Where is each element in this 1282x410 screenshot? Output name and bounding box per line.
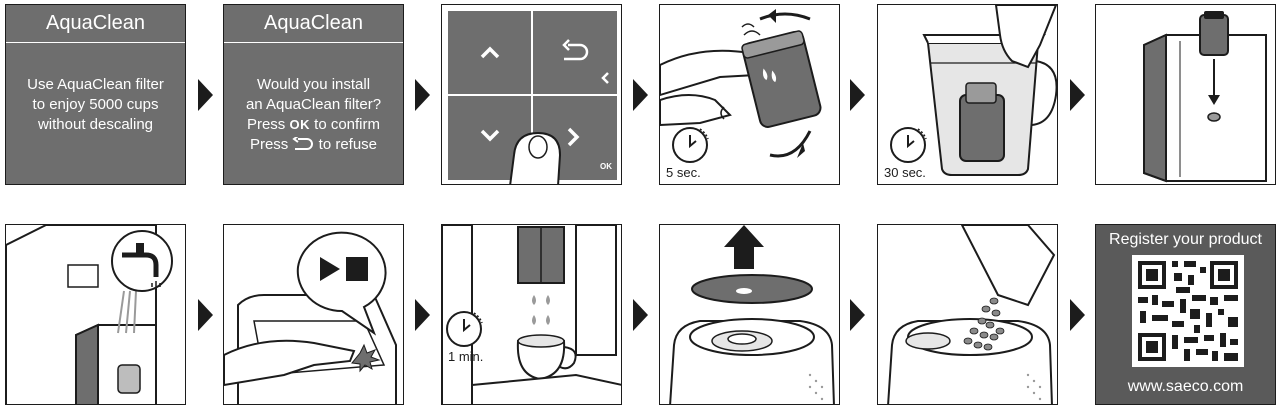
qr-code[interactable] xyxy=(1096,225,1276,405)
step12-register-panel: Register your product www.saeco.com xyxy=(1095,224,1276,405)
step-arrow-icon xyxy=(198,79,213,111)
arrow-down-icon xyxy=(480,129,500,142)
control-keypad-illustration: OK xyxy=(448,11,617,184)
screen-prompt-line: Would you install xyxy=(256,76,371,93)
finger-press-icon xyxy=(509,131,562,184)
play-stop-icon xyxy=(296,231,387,336)
step-arrow-icon xyxy=(415,299,430,331)
add-beans-illustration xyxy=(887,225,1056,404)
screen-message-line: Use AquaClean filter xyxy=(27,76,164,93)
back-icon xyxy=(292,137,314,150)
press-start-illustration xyxy=(224,231,397,404)
step-arrow-icon xyxy=(633,79,648,111)
step-arrow-icon xyxy=(1070,79,1085,111)
refuse-press-text: Press xyxy=(249,136,289,153)
step-arrow-icon xyxy=(415,79,430,111)
back-icon xyxy=(562,39,589,61)
dispense-illustration xyxy=(442,225,621,404)
step-arrow-icon xyxy=(198,299,213,331)
step2-screen-panel: AquaClean Would you install an AquaClean… xyxy=(223,4,404,185)
step10-open-lid-panel xyxy=(659,224,840,405)
register-title[interactable]: Register your product xyxy=(1109,231,1262,248)
timer-icon xyxy=(890,127,927,163)
step-arrow-icon xyxy=(633,299,648,331)
arrow-up-icon xyxy=(480,46,500,59)
chevron-left-icon xyxy=(601,72,609,84)
arrow-right-icon xyxy=(567,127,580,147)
insert-filter-illustration xyxy=(1143,11,1267,183)
screen-message-line: to enjoy 5000 cups xyxy=(32,96,159,113)
screen-prompt-line: an AquaClean filter? xyxy=(245,96,382,113)
step6-insert-filter-panel xyxy=(1095,4,1276,185)
soak-filter-illustration xyxy=(890,5,1057,176)
fill-water-illustration xyxy=(6,225,173,404)
screen-title: AquaClean xyxy=(224,5,403,43)
screen-message-line: without descaling xyxy=(37,116,154,133)
step9-dispense-panel: 1 min. xyxy=(441,224,622,405)
step1-screen-panel: AquaClean Use AquaClean filter to enjoy … xyxy=(5,4,186,185)
step4-shake-filter-panel: 5 sec. xyxy=(659,4,840,185)
confirm-text: to confirm xyxy=(314,116,381,133)
refuse-text: to refuse xyxy=(318,136,378,153)
screen-title: AquaClean xyxy=(6,5,185,43)
step8-start-panel xyxy=(223,224,404,405)
step-arrow-icon xyxy=(1070,299,1085,331)
tap-water-icon xyxy=(111,230,173,292)
confirm-instruction: Press OK to confirm xyxy=(224,115,403,135)
ok-label: OK xyxy=(600,162,612,171)
register-url[interactable]: www.saeco.com xyxy=(1127,378,1244,395)
ok-icon: OK xyxy=(289,117,310,132)
shake-filter-illustration xyxy=(660,9,822,163)
arrow-up-large-icon xyxy=(724,225,764,269)
timer-label: 30 sec. xyxy=(884,165,926,180)
timer-icon xyxy=(446,311,483,347)
step11-add-beans-panel xyxy=(877,224,1058,405)
step7-fill-water-panel xyxy=(5,224,186,405)
refuse-instruction: Press to refuse xyxy=(224,135,403,155)
step5-soak-filter-panel: 30 sec. xyxy=(877,4,1058,185)
timer-label: 5 sec. xyxy=(666,165,701,180)
step3-control-panel: OK xyxy=(441,4,622,185)
step-arrow-icon xyxy=(850,299,865,331)
screen-message: Use AquaClean filter to enjoy 5000 cups … xyxy=(6,75,185,135)
screen-prompt: Would you install an AquaClean filter? P… xyxy=(224,75,403,155)
confirm-press-text: Press xyxy=(246,116,286,133)
step-arrow-icon xyxy=(850,79,865,111)
timer-icon xyxy=(672,127,709,163)
open-lid-illustration xyxy=(669,225,835,404)
timer-label: 1 min. xyxy=(448,349,484,364)
